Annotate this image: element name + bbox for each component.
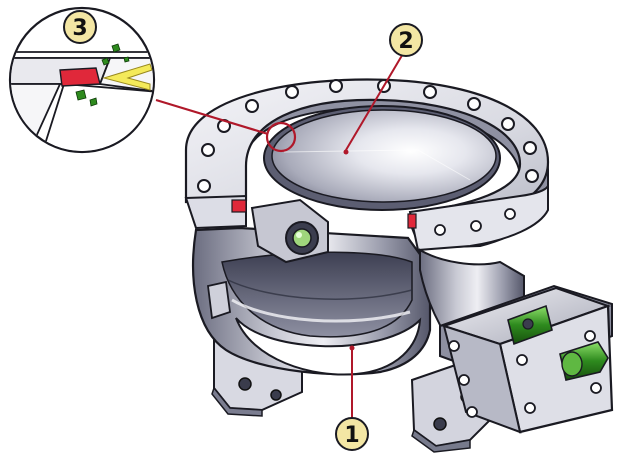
valve-lower-body [191, 226, 499, 453]
callout-3: 3 [63, 10, 97, 44]
flow-arrow-icon [102, 63, 153, 91]
seal-ring-left [231, 199, 247, 213]
foot-bolt-hole-icon [238, 377, 252, 391]
inset-seal-icon [59, 67, 101, 87]
seal-ring-right [407, 213, 417, 229]
actuator-bracket [419, 248, 614, 434]
detail-marker-circle [265, 121, 297, 153]
foot-bolt-hole-icon [270, 389, 282, 401]
debris-particles-icon [75, 43, 130, 107]
foot-bolt-hole-icon [433, 417, 447, 431]
detail-inset [8, 6, 156, 154]
callout-2: 2 [389, 23, 423, 57]
flange-cut-face-left [184, 194, 247, 230]
flange-bolt-holes [197, 79, 539, 193]
detail-leader-line [155, 98, 269, 136]
disc-cone [271, 109, 497, 203]
shaft-boss [250, 198, 329, 264]
top-flange [184, 78, 550, 252]
callout-3-label: 3 [72, 16, 87, 41]
flange-cut-face-right [408, 185, 549, 252]
callout-1-label: 1 [344, 423, 359, 448]
callout-2-label: 2 [398, 29, 413, 54]
valve-disc [263, 105, 501, 211]
callout-1: 1 [335, 417, 369, 451]
callout-2-leader [345, 51, 405, 151]
side-port [207, 280, 231, 320]
valve-bore-opening [235, 317, 422, 376]
